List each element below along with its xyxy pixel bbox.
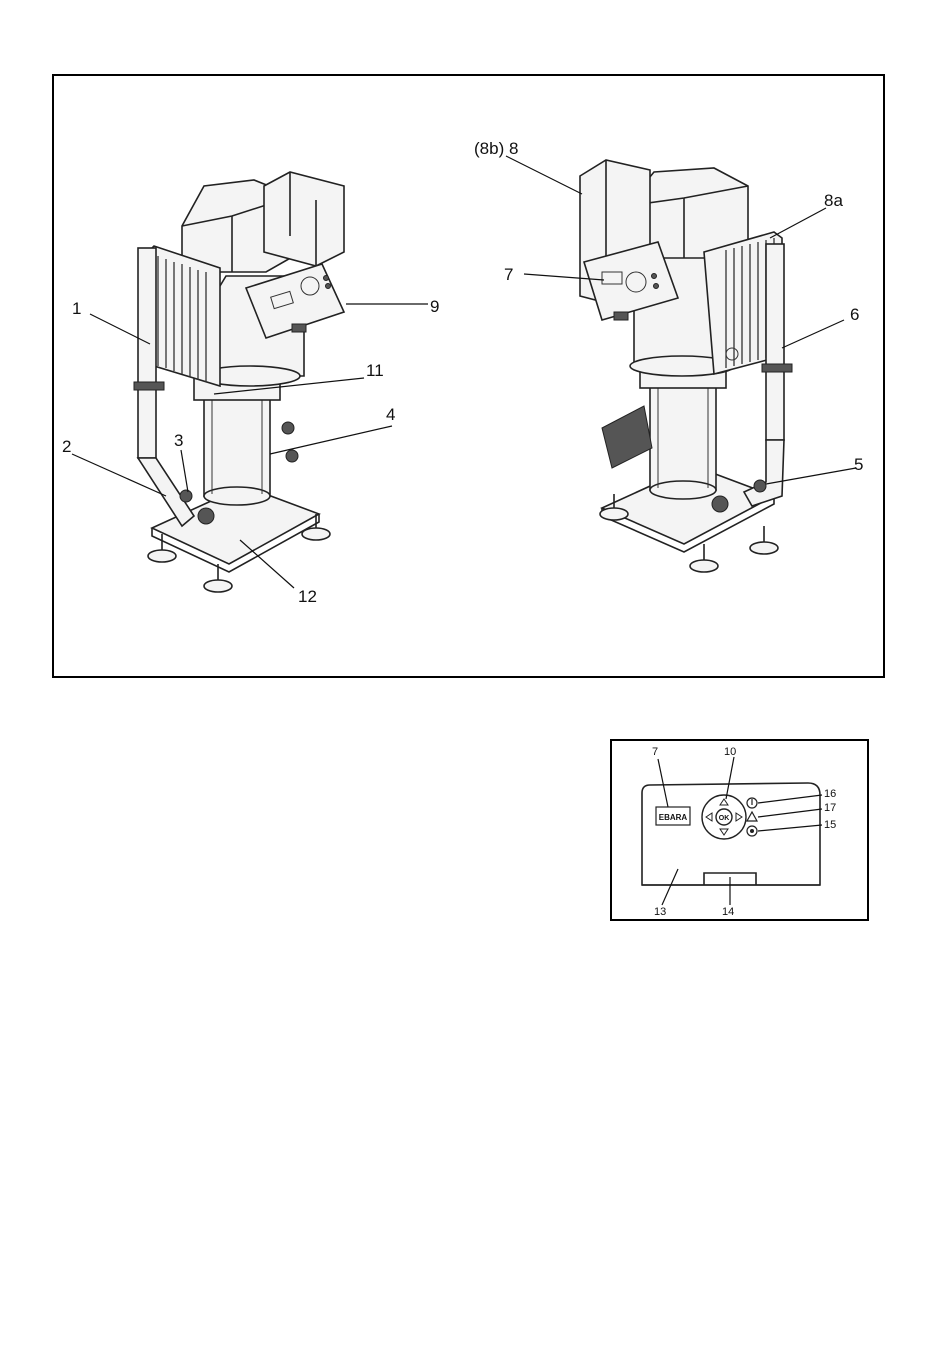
display-text: EBARA [659, 813, 688, 822]
svg-text:OK: OK [719, 815, 730, 822]
left-pump-body [194, 376, 298, 505]
navigation-pad: OK [702, 795, 746, 839]
pump-assembly-figure: 1 2 3 4 9 11 12 [52, 74, 885, 678]
callout-1: 1 [72, 299, 81, 318]
callout-6: 6 [850, 305, 859, 324]
callout-4: 4 [386, 405, 395, 424]
right-pump-body [602, 368, 726, 499]
panel-callout-14: 14 [722, 906, 734, 918]
left-control-panel [246, 264, 344, 338]
control-panel-drawing: EBARA OK [612, 741, 871, 923]
right-pump-unit: (8b) 8 8a 7 6 5 [474, 139, 863, 572]
callout-5: 5 [854, 455, 863, 474]
left-pump-unit: 1 2 3 4 9 11 12 [62, 172, 439, 606]
callout-7: 7 [504, 265, 513, 284]
warning-indicator-icon [747, 812, 757, 821]
panel-callout-7: 7 [652, 746, 658, 758]
callout-8b-8: (8b) 8 [474, 139, 518, 158]
callout-2: 2 [62, 437, 71, 456]
panel-callout-15: 15 [824, 819, 836, 831]
callout-11: 11 [366, 361, 384, 380]
indicator-lights [747, 798, 757, 836]
callout-8a: 8a [824, 191, 843, 210]
callout-3: 3 [174, 431, 183, 450]
left-rear-inverter [264, 172, 344, 266]
callout-9: 9 [430, 297, 439, 316]
callout-12: 12 [298, 587, 317, 606]
panel-callout-17: 17 [824, 802, 836, 814]
left-inverter-8a [148, 246, 220, 386]
control-panel-figure: EBARA OK [610, 739, 869, 921]
panel-callout-16: 16 [824, 788, 836, 800]
panel-callout-13: 13 [654, 906, 666, 918]
panel-callout-10: 10 [724, 746, 736, 758]
pump-drawing: 1 2 3 4 9 11 12 [54, 76, 887, 680]
